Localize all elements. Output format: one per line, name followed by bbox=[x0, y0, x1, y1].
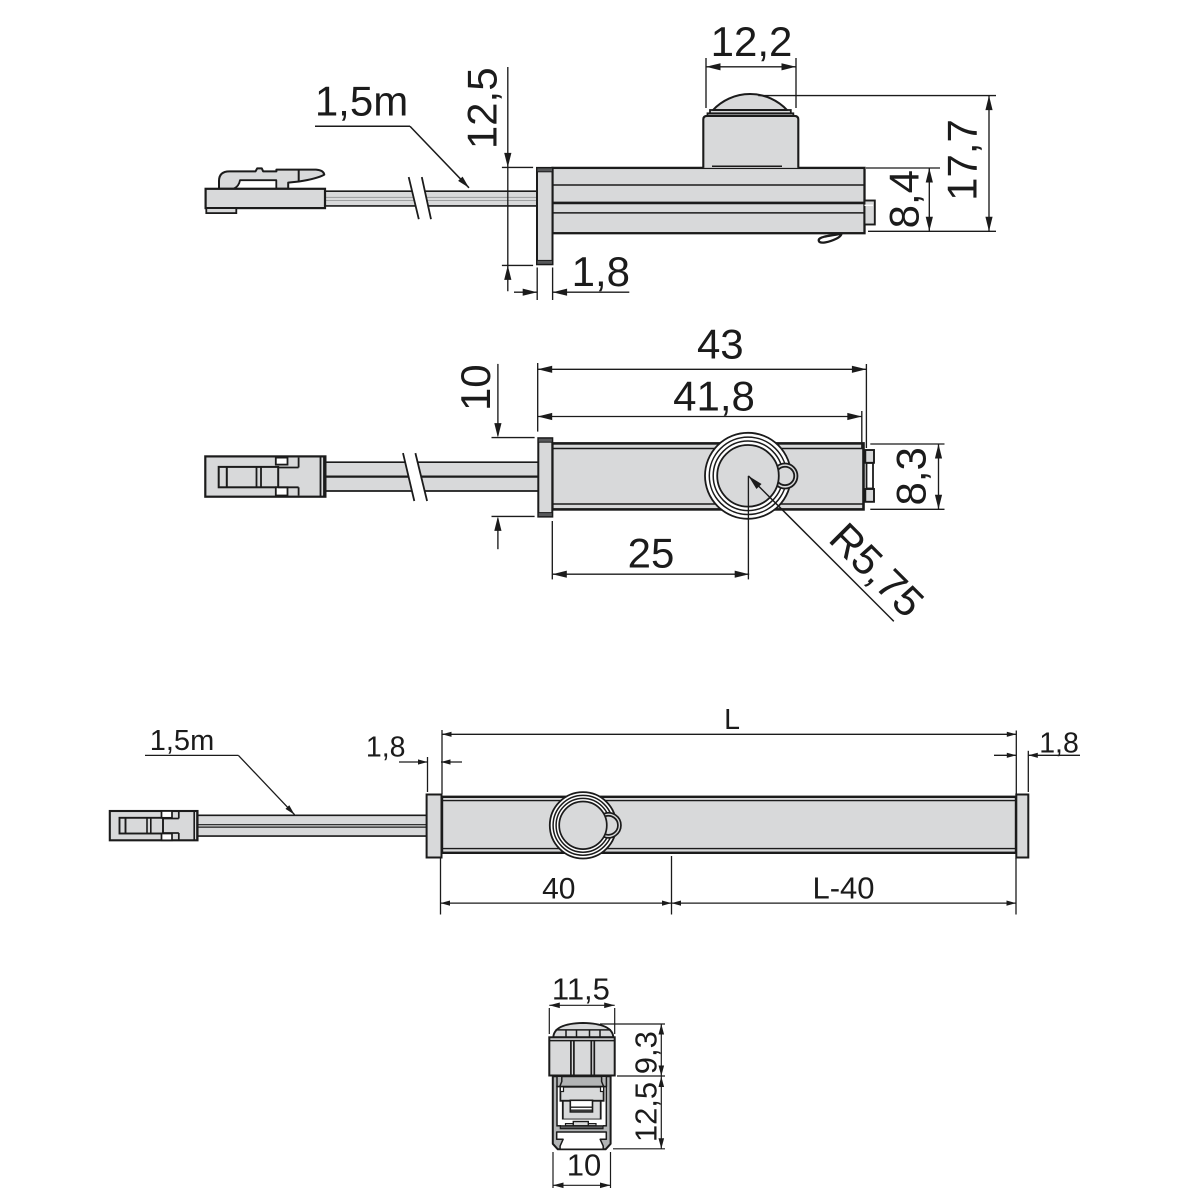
svg-text:8,3: 8,3 bbox=[888, 447, 935, 505]
svg-text:1,8: 1,8 bbox=[572, 248, 630, 295]
svg-text:11,5: 11,5 bbox=[552, 972, 610, 1007]
svg-text:10: 10 bbox=[452, 364, 499, 411]
svg-text:41,8: 41,8 bbox=[673, 373, 755, 420]
svg-text:L-40: L-40 bbox=[812, 871, 874, 906]
svg-text:25: 25 bbox=[628, 530, 675, 577]
svg-text:10: 10 bbox=[567, 1148, 601, 1183]
svg-text:1,5m: 1,5m bbox=[150, 725, 214, 757]
svg-text:17,7: 17,7 bbox=[939, 119, 986, 201]
svg-text:9,3: 9,3 bbox=[629, 1031, 664, 1074]
svg-text:12,5: 12,5 bbox=[629, 1082, 664, 1142]
svg-text:1,8: 1,8 bbox=[1039, 728, 1079, 760]
svg-text:1,5m: 1,5m bbox=[315, 77, 408, 124]
svg-text:40: 40 bbox=[542, 873, 575, 906]
svg-text:43: 43 bbox=[697, 321, 744, 368]
svg-text:L: L bbox=[724, 704, 740, 736]
svg-text:12,2: 12,2 bbox=[711, 18, 793, 65]
svg-text:8,4: 8,4 bbox=[881, 170, 928, 228]
svg-text:1,8: 1,8 bbox=[366, 732, 406, 764]
svg-text:12,5: 12,5 bbox=[459, 67, 506, 149]
